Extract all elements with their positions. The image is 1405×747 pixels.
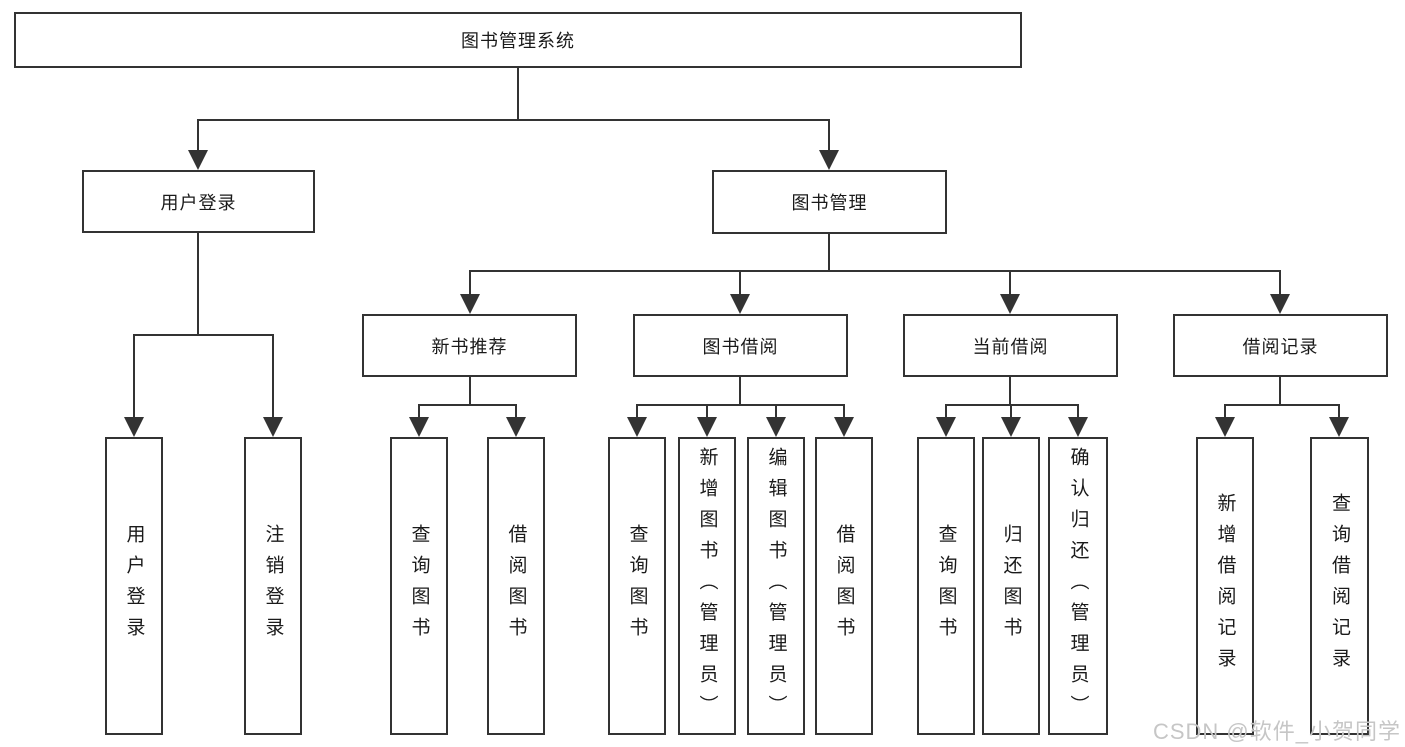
connector-line [515, 404, 517, 419]
leaf-return-books: 归还图书 [982, 437, 1040, 735]
connector-line [272, 334, 274, 418]
connector-line [469, 270, 1281, 272]
connector-line [418, 404, 420, 419]
node-book-borrow: 图书借阅 [633, 314, 848, 377]
connector-line [945, 404, 947, 419]
connector-line [133, 334, 274, 336]
arrowhead-icon [819, 150, 839, 170]
connector-line [739, 376, 741, 406]
node-current-borrow: 当前借阅 [903, 314, 1118, 377]
arrowhead-icon [1270, 294, 1290, 314]
connector-line [828, 233, 830, 271]
leaf-user-login: 用户登录 [105, 437, 163, 735]
leaf-query-books: 查询图书 [390, 437, 448, 735]
arrowhead-icon [1068, 417, 1088, 437]
node-library-management-system: 图书管理系统 [14, 12, 1022, 68]
connector-line [1279, 270, 1281, 295]
leaf-query-books: 查询图书 [608, 437, 666, 735]
connector-line [1009, 270, 1011, 295]
connector-line [469, 270, 471, 295]
arrowhead-icon [188, 150, 208, 170]
connector-line [133, 334, 135, 418]
connector-line [469, 376, 471, 406]
arrowhead-icon [627, 417, 647, 437]
connector-line [1009, 376, 1011, 406]
connector-line [636, 404, 845, 406]
leaf-borrow-books: 借阅图书 [487, 437, 545, 735]
leaf-logout: 注销登录 [244, 437, 302, 735]
arrowhead-icon [409, 417, 429, 437]
connector-line [1077, 404, 1079, 419]
connector-line [636, 404, 638, 419]
leaf-confirm-return-admin: 确认归还（管理员） [1048, 437, 1108, 735]
arrowhead-icon [1329, 417, 1349, 437]
arrowhead-icon [460, 294, 480, 314]
connector-line [1224, 404, 1340, 406]
leaf-borrow-books: 借阅图书 [815, 437, 873, 735]
arrowhead-icon [1001, 417, 1021, 437]
node-user-login: 用户登录 [82, 170, 315, 233]
connector-line [197, 232, 199, 335]
connector-line [418, 404, 517, 406]
csdn-watermark: CSDN @软件_小贺同学 [1152, 719, 1401, 744]
connector-line [706, 404, 708, 419]
connector-line [945, 404, 1079, 406]
node-new-book-recommend: 新书推荐 [362, 314, 577, 377]
leaf-add-borrow-record: 新增借阅记录 [1196, 437, 1254, 735]
leaf-add-books-admin: 新增图书（管理员） [678, 437, 736, 735]
arrowhead-icon [936, 417, 956, 437]
arrowhead-icon [834, 417, 854, 437]
connector-line [1010, 404, 1012, 419]
leaf-query-books: 查询图书 [917, 437, 975, 735]
connector-line [739, 270, 741, 295]
connector-line [197, 119, 199, 152]
connector-line [517, 66, 519, 120]
connector-line [828, 119, 830, 152]
arrowhead-icon [124, 417, 144, 437]
arrowhead-icon [730, 294, 750, 314]
connector-line [198, 119, 830, 121]
connector-line [1279, 376, 1281, 406]
node-borrow-records: 借阅记录 [1173, 314, 1388, 377]
connector-line [775, 404, 777, 419]
arrowhead-icon [766, 417, 786, 437]
connector-line [1338, 404, 1340, 419]
connector-line [1224, 404, 1226, 419]
connector-line [843, 404, 845, 419]
arrowhead-icon [1000, 294, 1020, 314]
arrowhead-icon [1215, 417, 1235, 437]
leaf-query-borrow-record: 查询借阅记录 [1310, 437, 1369, 735]
arrowhead-icon [263, 417, 283, 437]
node-book-management: 图书管理 [712, 170, 947, 234]
arrowhead-icon [697, 417, 717, 437]
leaf-edit-books-admin: 编辑图书（管理员） [747, 437, 805, 735]
arrowhead-icon [506, 417, 526, 437]
